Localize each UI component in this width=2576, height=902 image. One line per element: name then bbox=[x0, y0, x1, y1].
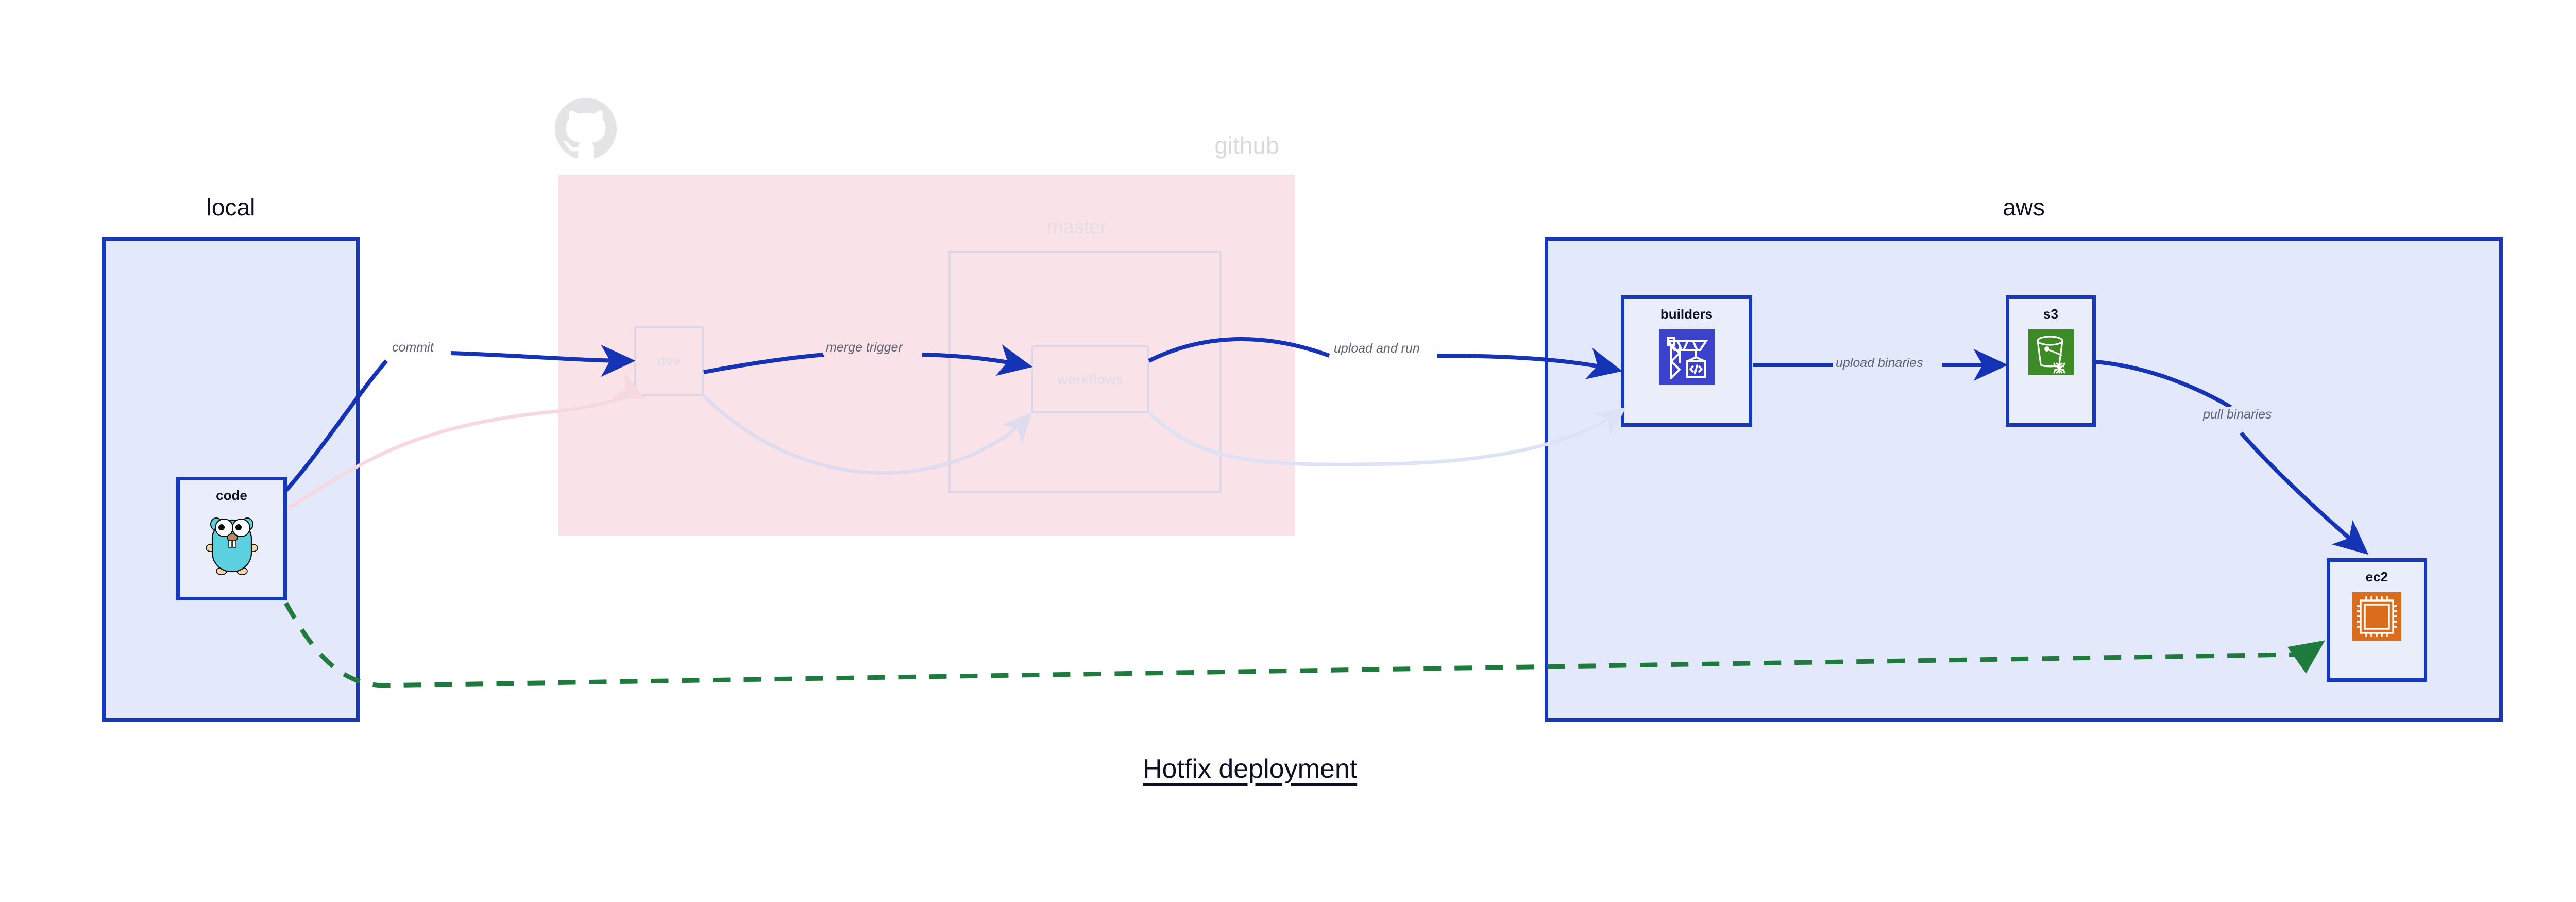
edge-merge-trigger-line-b bbox=[922, 344, 1033, 376]
edge-commit-line-a bbox=[283, 359, 388, 494]
edge-upload-and-run-line-a bbox=[1148, 337, 1330, 363]
edge-hotfix-direct bbox=[284, 602, 2326, 688]
edge-label-upload-binaries: upload binaries bbox=[1833, 356, 1926, 371]
edge-label-upload-and-run: upload and run bbox=[1331, 341, 1423, 356]
edge-faded-dev-workflows bbox=[702, 394, 1032, 475]
edge-label-commit: commit bbox=[389, 340, 437, 355]
node-builders-label: builders bbox=[1660, 306, 1713, 322]
edge-label-merge-trigger: merge trigger bbox=[823, 340, 906, 355]
edge-pull-binaries-line-a bbox=[2095, 360, 2232, 409]
group-label-local: local bbox=[206, 194, 256, 221]
aws-codebuild-crane-icon bbox=[1658, 329, 1715, 388]
node-workflows[interactable]: workflows bbox=[1031, 345, 1149, 413]
go-gopher-icon bbox=[204, 511, 260, 578]
aws-ec2-chip-icon bbox=[2352, 592, 2401, 644]
node-code-label: code bbox=[216, 488, 247, 503]
aws-s3-glacier-bucket-icon bbox=[2028, 329, 2074, 377]
edge-commit-line-b bbox=[450, 344, 636, 377]
group-label-github: github bbox=[1214, 132, 1279, 159]
edge-upload-and-run-line-b bbox=[1437, 347, 1623, 379]
subgroup-master-label: master bbox=[1047, 216, 1107, 238]
node-s3[interactable]: s3 bbox=[2006, 295, 2096, 427]
edge-faded-code-dev bbox=[287, 373, 646, 509]
node-dev-label: dev bbox=[657, 353, 681, 369]
edge-merge-trigger-line-a bbox=[703, 353, 825, 374]
group-label-aws: aws bbox=[2003, 194, 2045, 221]
node-code[interactable]: code bbox=[176, 477, 287, 600]
node-workflows-label: workflows bbox=[1057, 371, 1123, 387]
edge-pull-binaries-line-b bbox=[2239, 431, 2369, 555]
edge-faded-workflows-builders bbox=[1147, 407, 1626, 466]
edge-label-pull-binaries: pull binaries bbox=[2200, 407, 2275, 422]
node-ec2-label: ec2 bbox=[2365, 569, 2388, 584]
subgroup-master bbox=[948, 251, 1222, 493]
page-title: Hotfix deployment bbox=[1143, 754, 1358, 784]
node-ec2[interactable]: ec2 bbox=[2327, 558, 2427, 682]
node-builders[interactable]: builders bbox=[1621, 295, 1752, 427]
github-octocat-icon bbox=[555, 98, 617, 160]
node-s3-label: s3 bbox=[2043, 306, 2058, 322]
